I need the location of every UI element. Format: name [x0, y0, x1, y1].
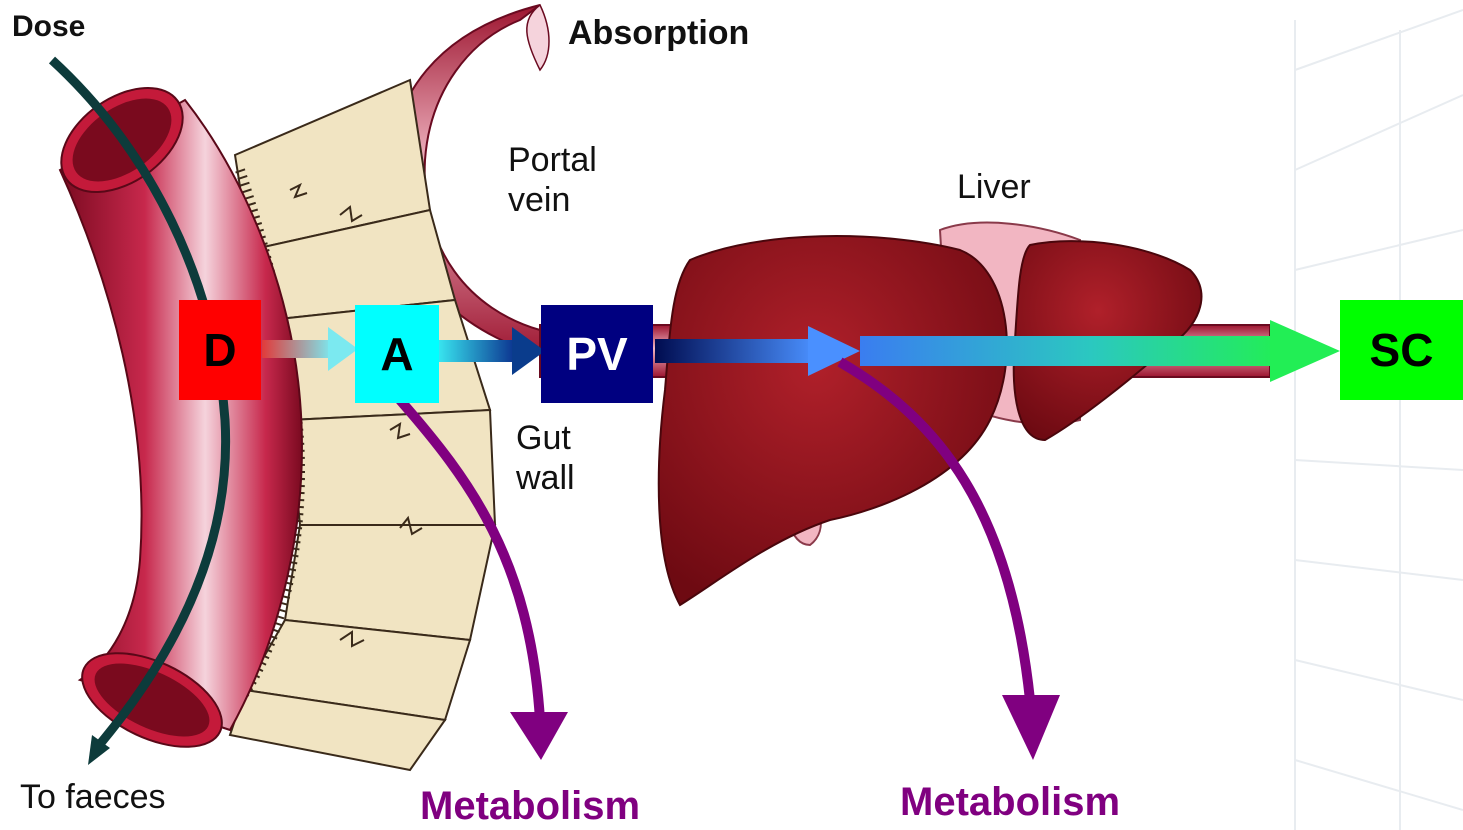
label-portal-vein: Portal vein [508, 140, 597, 220]
background-grid [1295, 10, 1463, 830]
label-portal-vein-line1: Portal [508, 140, 597, 180]
label-gut-wall: Gut wall [516, 418, 575, 498]
label-dose: Dose [12, 10, 85, 44]
liver-shape [659, 223, 1202, 605]
box-d: D [179, 300, 261, 400]
label-liver: Liver [957, 168, 1031, 207]
label-gut-wall-line1: Gut [516, 418, 575, 458]
box-sc: SC [1340, 300, 1463, 400]
label-metabolism-liver: Metabolism [900, 780, 1120, 825]
label-to-faeces: To faeces [20, 778, 166, 817]
box-pv: PV [541, 305, 653, 403]
box-a: A [355, 305, 439, 403]
label-portal-vein-line2: vein [508, 180, 597, 220]
label-gut-wall-line2: wall [516, 458, 575, 498]
label-metabolism-gut: Metabolism [420, 784, 640, 829]
label-absorption: Absorption [568, 14, 749, 53]
